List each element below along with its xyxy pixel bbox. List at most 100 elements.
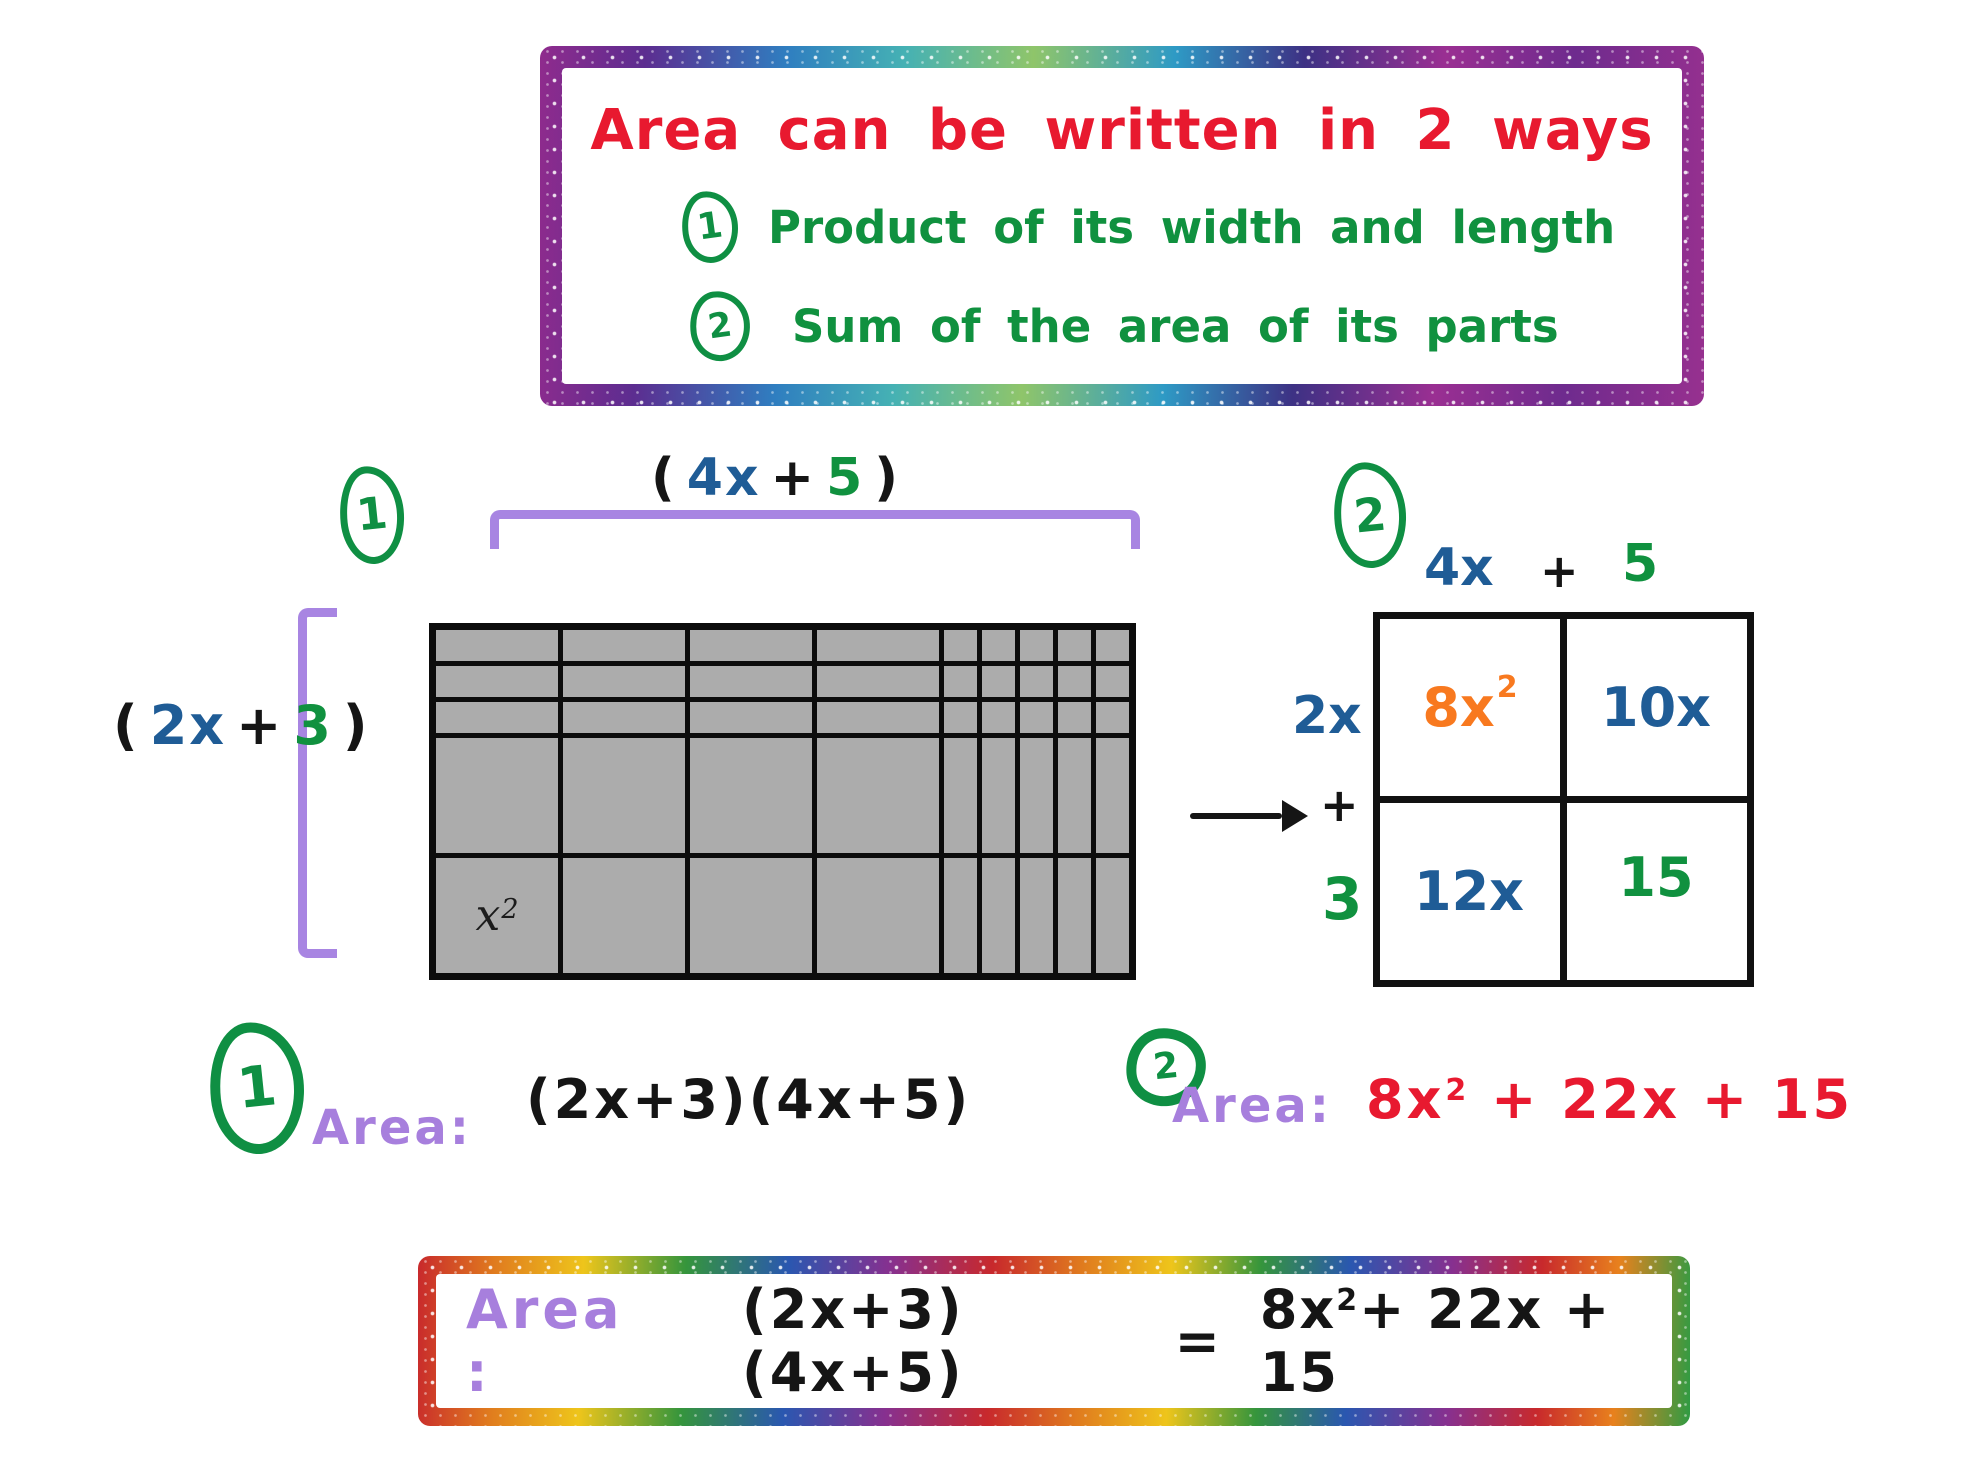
summary-equals: = <box>1174 1309 1220 1373</box>
summary-rhs-sup: 2 <box>1336 1283 1360 1318</box>
algebra-tile <box>1058 666 1091 697</box>
algebra-tile <box>690 738 812 853</box>
circled-number-2-text: 2 <box>705 304 735 348</box>
algebra-tile <box>563 858 685 973</box>
width-bracket <box>490 510 1140 549</box>
grid-top-label-4x: 4x <box>1424 538 1494 598</box>
result-1-circled-number: 1 <box>203 1017 311 1159</box>
summary-box-content: Area : (2x+3)(4x+5) = 8x2+ 22x + 15 <box>436 1274 1672 1408</box>
algebra-tile <box>982 702 1015 733</box>
x-squared-base: x <box>475 890 501 941</box>
algebra-tile <box>690 630 812 661</box>
algebra-tile <box>1020 630 1053 661</box>
area-grid: 8x 2 10x 12x 15 <box>1373 612 1754 987</box>
height-expr-open: ( <box>113 694 140 757</box>
left-model-circled-number: 1 <box>335 462 409 568</box>
height-expr-plus: + <box>236 694 284 757</box>
algebra-tile <box>817 738 939 853</box>
algebra-tile <box>982 738 1015 853</box>
result-2-expr-post: + 22x + 15 <box>1469 1068 1854 1131</box>
area-grid-cell-15: 15 <box>1567 803 1747 980</box>
algebra-tile <box>944 738 977 853</box>
height-bracket <box>298 608 337 958</box>
result-2-expr-sup: 2 <box>1445 1073 1470 1108</box>
algebra-tile <box>436 702 558 733</box>
algebra-tile <box>1096 738 1129 853</box>
summary-lhs: (2x+3)(4x+5) <box>742 1278 965 1404</box>
summary-rhs-post: + 22x + 15 <box>1259 1278 1612 1404</box>
algebra-tile <box>1058 738 1091 853</box>
width-expr-open: ( <box>651 448 677 508</box>
algebra-tile <box>944 858 977 973</box>
result-2-expr-pre: 8x <box>1366 1068 1445 1131</box>
algebra-tile <box>817 858 939 973</box>
algebra-tile <box>1096 630 1129 661</box>
algebra-tile <box>436 858 558 973</box>
cell-15-main: 15 <box>1618 846 1694 909</box>
algebra-tile <box>563 630 685 661</box>
grid-side-label-2x: 2x <box>1292 686 1362 746</box>
width-expr-term1: 4x <box>686 448 761 508</box>
grid-side-label-plus: + <box>1320 778 1359 832</box>
area-grid-cell-10x: 10x <box>1567 619 1747 796</box>
algebra-tile <box>1020 702 1053 733</box>
algebra-tile <box>817 702 939 733</box>
grid-top-label-plus: + <box>1540 544 1579 598</box>
result-1-number-text: 1 <box>234 1053 280 1122</box>
algebra-tile <box>1020 666 1053 697</box>
summary-area-label: Area : <box>466 1278 624 1404</box>
area-grid-cell-12x: 12x <box>1380 803 1560 980</box>
cell-8x2-exponent: 2 <box>1496 669 1518 705</box>
algebra-tile <box>1096 666 1129 697</box>
width-expression: (4x+5) <box>646 448 905 508</box>
algebra-tile <box>1058 630 1091 661</box>
summary-box: Area : (2x+3)(4x+5) = 8x2+ 22x + 15 <box>418 1256 1690 1426</box>
rule-item-2: 2 Sum of the area of its parts <box>685 287 1682 365</box>
algebra-tile <box>817 630 939 661</box>
circled-number-1: 1 <box>677 187 743 267</box>
algebra-tile <box>436 738 558 853</box>
width-expr-plus: + <box>770 448 817 508</box>
grid-side-label-3: 3 <box>1322 865 1363 933</box>
title-box-content: Area can be written in 2 ways 1 Product … <box>562 68 1682 384</box>
algebra-tile <box>982 666 1015 697</box>
page-title: Area can be written in 2 ways <box>590 98 1654 163</box>
rule-item-1: 1 Product of its width and length <box>677 187 1682 267</box>
title-box: Area can be written in 2 ways 1 Product … <box>540 46 1704 406</box>
arrow-head <box>1282 800 1308 832</box>
algebra-tile <box>1058 702 1091 733</box>
result-1-area-label: Area: <box>312 1100 472 1156</box>
right-arrow-icon <box>1190 798 1308 834</box>
algebra-tile <box>944 630 977 661</box>
width-expr-term2: 5 <box>826 448 865 508</box>
cell-10x-main: 10x <box>1601 675 1711 739</box>
algebra-tile <box>982 858 1015 973</box>
algebra-tile <box>690 702 812 733</box>
circled-number-2: 2 <box>685 287 755 365</box>
algebra-tile <box>1058 858 1091 973</box>
width-expr-close: ) <box>874 448 901 508</box>
rule-item-1-text: Product of its width and length <box>768 200 1616 254</box>
circled-number-1-text: 1 <box>694 204 726 249</box>
height-expr-close: ) <box>342 694 370 757</box>
algebra-tile <box>1096 858 1129 973</box>
grid-top-label-5: 5 <box>1622 534 1659 594</box>
algebra-tile <box>436 630 558 661</box>
left-model-number-text: 1 <box>354 487 390 542</box>
algebra-tile <box>982 630 1015 661</box>
x-squared-exponent: 2 <box>501 894 519 925</box>
result-1-expression: (2x+3)(4x+5) <box>526 1068 972 1131</box>
height-expr-term1: 2x <box>149 694 227 757</box>
tile-grid <box>429 623 1136 980</box>
area-grid-cell-8x2: 8x 2 <box>1380 619 1560 796</box>
rule-item-2-text: Sum of the area of its parts <box>792 299 1559 353</box>
algebra-tile <box>944 702 977 733</box>
height-expr-term2: 3 <box>293 694 333 757</box>
result-2-area-label: Area: <box>1172 1078 1332 1134</box>
right-model-circled-number: 2 <box>1328 458 1412 572</box>
algebra-tile <box>817 666 939 697</box>
height-expression: (2x+3) <box>108 694 375 757</box>
arrow-shaft <box>1190 813 1282 819</box>
algebra-tile <box>563 666 685 697</box>
